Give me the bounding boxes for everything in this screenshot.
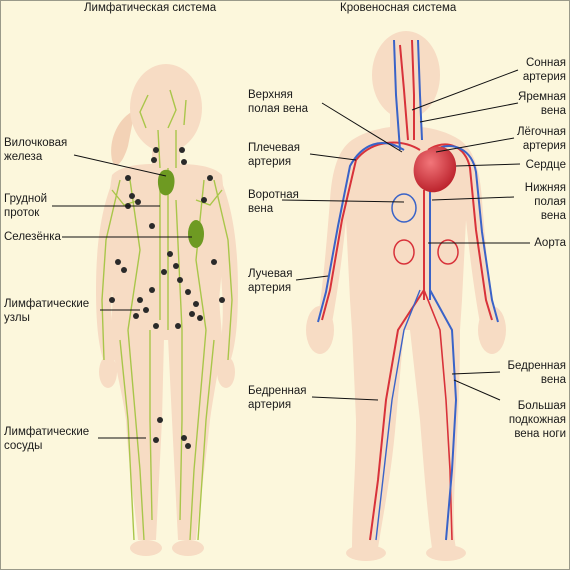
arteries xyxy=(321,39,493,541)
veins xyxy=(317,39,499,541)
organs xyxy=(391,146,459,265)
label-carotid-artery: Сонная артерия xyxy=(522,57,566,83)
label-heart: Сердце xyxy=(525,159,566,171)
label-lymph-vessels: Лимфатические сосуды xyxy=(4,426,90,452)
lymph-nodes xyxy=(109,147,225,449)
thymus-organ xyxy=(157,169,175,196)
liver-vessels xyxy=(391,193,417,223)
label-jugular-vein: Яремная вена xyxy=(518,91,566,117)
right-kidney xyxy=(437,239,459,265)
label-thymus: Вилочковая железа xyxy=(4,137,68,163)
label-aorta: Аорта xyxy=(534,237,566,249)
label-portal-vein: Воротная вена xyxy=(248,189,299,215)
label-pulmonary-artery: Лёгочная артерия xyxy=(517,126,566,152)
label-inferior-vena-cava: Нижняя полая вена xyxy=(524,182,566,222)
label-femoral-vein: Бедренная вена xyxy=(507,360,566,386)
label-lymph-nodes: Лимфатические узлы xyxy=(4,298,90,324)
label-femoral-artery: Бедренная артерия xyxy=(248,385,307,411)
lymph-organs xyxy=(157,169,204,248)
label-spleen: Селезёнка xyxy=(4,231,61,243)
lymphatic-title: Лимфатическая система xyxy=(84,2,217,14)
label-radial-artery: Лучевая артерия xyxy=(248,268,293,294)
label-brachial-artery: Плечевая артерия xyxy=(248,142,300,168)
label-superior-vena-cava: Верхняя полая вена xyxy=(248,89,309,115)
circulatory-title: Кровеносная система xyxy=(340,2,457,14)
heart-organ xyxy=(413,146,457,193)
label-great-saphenous-vein: Большая подкожная вена ноги xyxy=(508,400,566,440)
spleen-organ xyxy=(188,220,204,248)
leader-lines xyxy=(52,69,530,439)
lymphatic-vessels xyxy=(101,89,233,541)
label-thoracic-duct: Грудной проток xyxy=(4,193,48,219)
left-kidney xyxy=(393,239,415,265)
